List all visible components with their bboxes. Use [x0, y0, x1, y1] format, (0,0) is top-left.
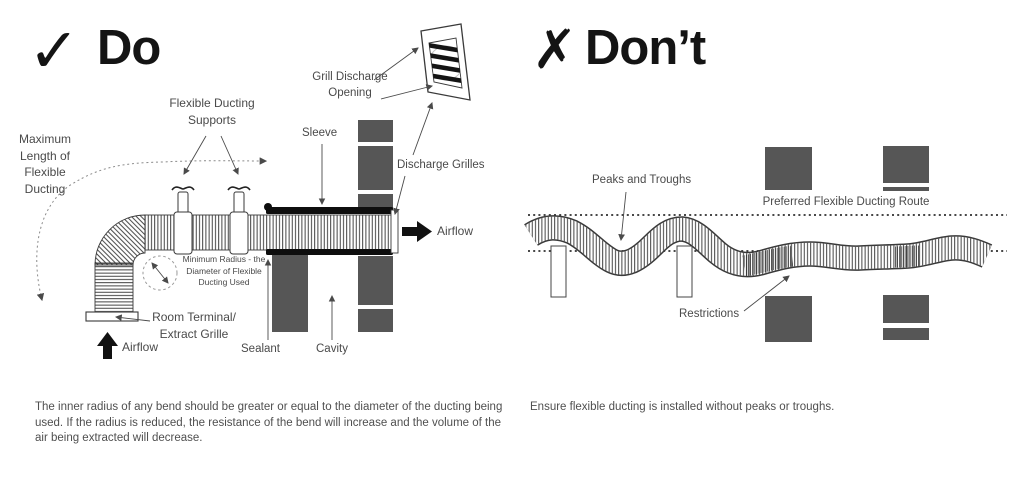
label-discharge-grilles: Discharge Grilles	[397, 159, 485, 171]
label-sealant: Sealant	[241, 343, 281, 355]
masonry-blocks	[765, 146, 929, 342]
restriction-crush	[893, 245, 921, 268]
check-icon: ✓	[28, 14, 80, 87]
airflow-arrow-out	[402, 221, 432, 242]
room-terminal-plate	[85, 311, 139, 322]
label-room-terminal: Room Terminal/ Extract Grille	[152, 310, 236, 341]
wall-bricks	[358, 120, 393, 332]
annotation-arrows-do	[114, 47, 434, 340]
label-sleeve: Sleeve	[302, 127, 338, 139]
label-airflow-out: Airflow	[437, 224, 474, 238]
do-title: Do	[97, 21, 161, 75]
label-duct-supports: Flexible Ducting Supports	[169, 96, 255, 127]
discharge-grille-icon	[420, 23, 471, 101]
label-airflow-in: Airflow	[122, 340, 159, 354]
min-radius-indicator	[142, 255, 178, 291]
duct-support	[171, 186, 195, 255]
restriction-crush	[741, 245, 794, 277]
label-preferred-route: Preferred Flexible Ducting Route	[762, 196, 930, 208]
label-cavity: Cavity	[316, 343, 348, 355]
duct-support	[227, 186, 251, 255]
annotation-arrows-dont	[618, 191, 790, 312]
dont-caption: Ensure flexible ducting is installed wit…	[530, 401, 835, 413]
label-maximum-length: Maximum Length of Flexible Ducting	[18, 132, 71, 196]
airflow-arrow-in	[97, 332, 118, 359]
label-restrictions: Restrictions	[679, 308, 740, 320]
inner-wall-leaf	[272, 255, 308, 332]
label-minimum-radius: Minimum Radius - the Diameter of Flexibl…	[182, 254, 266, 287]
duct-end-cap	[390, 209, 399, 254]
max-length-dashed-arc	[36, 157, 268, 302]
cross-icon: ✗	[532, 18, 578, 81]
label-grill-discharge-opening: Grill Discharge Opening	[312, 71, 388, 99]
label-peaks-and-troughs: Peaks and Troughs	[592, 174, 692, 186]
sagging-duct	[524, 215, 993, 278]
ceiling-battens	[550, 245, 693, 298]
dont-title: Don’t	[585, 21, 706, 75]
do-caption: The inner radius of any bend should be g…	[35, 401, 503, 444]
